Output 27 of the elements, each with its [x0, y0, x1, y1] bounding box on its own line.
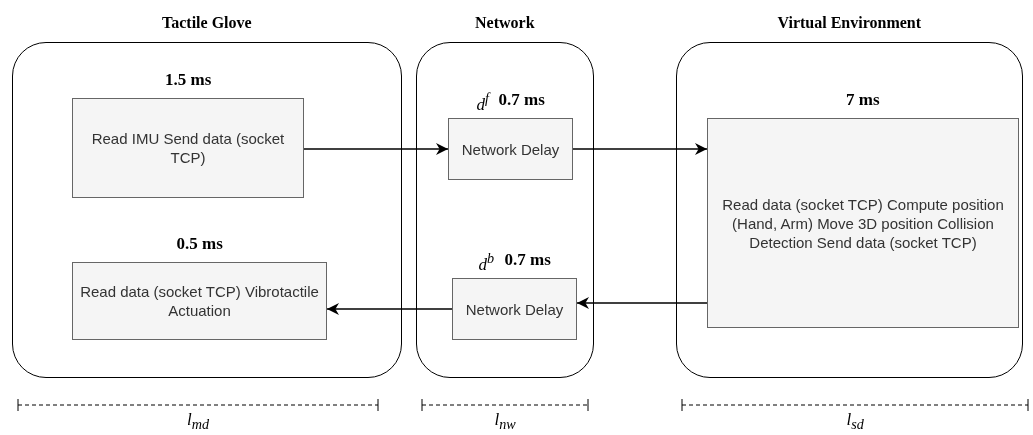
arrow [576, 297, 708, 309]
arrow [572, 143, 708, 155]
arrow [303, 143, 449, 155]
arrow [326, 303, 453, 315]
box-text: Read data (socket TCP) Vibrotactile Actuation [79, 282, 320, 320]
process-box [452, 278, 577, 340]
process-box [448, 118, 573, 180]
process-box [707, 118, 1019, 328]
process-box [72, 262, 327, 340]
duration-label: 1.5 ms [165, 70, 212, 90]
box-text: Network Delay [465, 299, 564, 319]
panel-heading: Virtual Environment [777, 14, 922, 32]
dimension-label: l$_{nw}$ [494, 410, 516, 434]
box-text: Network Delay [461, 139, 560, 159]
delay-symbol: d$^{f}$ [476, 90, 489, 115]
box-text: Read data (socket TCP) Compute position (Hand, Arm) Move 3D position Collision Detection Send data (socket TCP) [721, 194, 1005, 252]
dimension-label: l$_{md}$ [187, 410, 210, 434]
panel-heading: Network [475, 14, 535, 32]
duration-label: 0.7 ms [504, 250, 551, 270]
box-text: Read IMU Send data (socket TCP) [90, 129, 286, 167]
duration-label: 7 ms [846, 90, 880, 110]
delay-symbol: d$^{b}$ [478, 250, 495, 275]
duration-label: 0.7 ms [498, 90, 545, 110]
dimension-label: l$_{sd}$ [846, 410, 864, 434]
panel-heading: Tactile Glove [162, 14, 252, 32]
duration-label: 0.5 ms [176, 234, 223, 254]
process-box [72, 98, 304, 198]
